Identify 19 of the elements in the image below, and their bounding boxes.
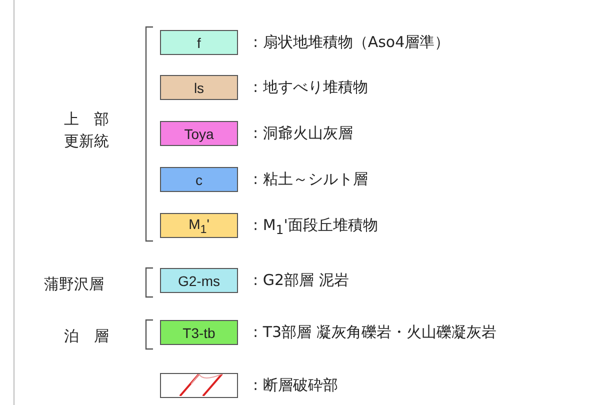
color-swatch: ls xyxy=(160,75,238,100)
color-swatch: Toya xyxy=(160,121,238,146)
legend-text: : T3部層 凝灰角礫岩・火山礫凝灰岩 xyxy=(253,322,496,342)
color-swatch: M$_{1}$' xyxy=(160,213,238,238)
color-swatch: T3-tb xyxy=(160,320,238,345)
group-label: 泊 層 xyxy=(64,326,109,347)
legend-text: : M$_{1}$'面段丘堆積物 xyxy=(253,215,378,239)
legend-text: : 地すべり堆積物 xyxy=(253,77,368,97)
legend-text: : 扇状地堆積物（Aso4層準） xyxy=(253,32,450,52)
color-swatch: G2-ms xyxy=(160,268,238,293)
legend-text: : 粘土～シルト層 xyxy=(253,169,368,189)
legend-text: : 断層破砕部 xyxy=(253,375,338,395)
legend-text: : G2部層 泥岩 xyxy=(253,270,349,290)
group-label: 上 部更新統 xyxy=(64,109,109,152)
group-label: 蒲野沢層 xyxy=(44,274,104,295)
fault-swatch xyxy=(160,373,238,398)
color-swatch: c xyxy=(160,167,238,192)
color-swatch: f xyxy=(160,30,238,55)
legend-text: : 洞爺火山灰層 xyxy=(253,123,353,143)
